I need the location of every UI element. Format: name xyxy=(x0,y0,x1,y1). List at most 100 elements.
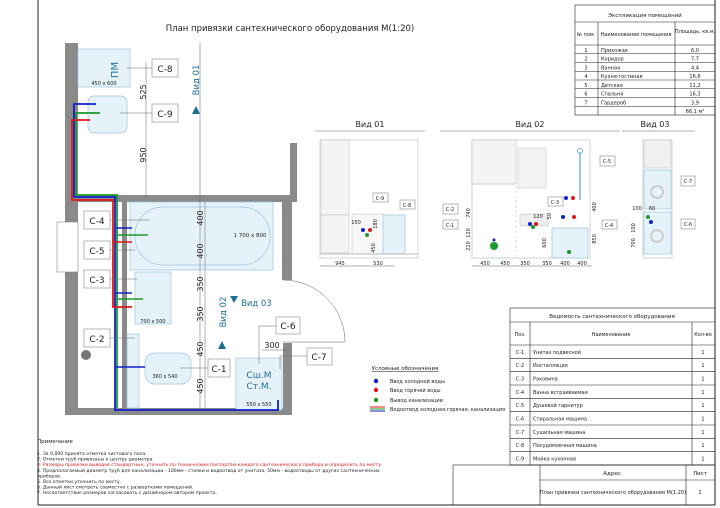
callout-c3: С-3 xyxy=(83,269,137,289)
toilet-size: 360 x 540 xyxy=(152,374,177,380)
svg-text:1: 1 xyxy=(701,457,704,463)
elevation-view02: Вид 02 С-2 С-1 С-5 С-3 С-4 740 120 220 4… xyxy=(440,120,620,267)
note-item: 4. Предполагаемый диаметр труб для канал… xyxy=(37,467,380,474)
svg-text:3: 3 xyxy=(584,65,587,71)
svg-text:Кол-во: Кол-во xyxy=(694,332,712,338)
elevation-view01: Вид 01 С-9 С-8 945 530 150 180 450 xyxy=(315,120,425,267)
callout-c5: С-5 xyxy=(83,240,135,260)
svg-text:Водоотвод холодная,горячая, ка: Водоотвод холодная,горячая, канализация xyxy=(390,407,505,413)
svg-text:С-3: С-3 xyxy=(516,377,524,383)
dishwasher-size: 450 x 600 xyxy=(91,81,116,87)
svg-text:Ванна встраиваемая: Ванна встраиваемая xyxy=(533,390,588,396)
floor-plan: ПМ 450 x 600 1 700 x 800 700 x 500 360 x… xyxy=(56,42,346,415)
svg-text:180: 180 xyxy=(373,219,379,229)
sheet-title: План привязки сантехнического оборудован… xyxy=(540,490,686,496)
svg-text:Раковина: Раковина xyxy=(533,377,558,383)
svg-text:350: 350 xyxy=(542,261,552,267)
sheet-number: 1 xyxy=(698,490,702,496)
installation xyxy=(126,333,140,409)
dim-300: 300 xyxy=(264,341,279,350)
svg-text:С-7: С-7 xyxy=(684,179,692,185)
svg-text:С-8: С-8 xyxy=(403,203,411,209)
svg-text:Кухня-гостиная: Кухня-гостиная xyxy=(601,74,643,80)
svg-text:С-8: С-8 xyxy=(516,443,524,449)
svg-text:400: 400 xyxy=(560,261,570,267)
note-item: 5. Все отметки уточнить по месту. xyxy=(37,479,121,485)
svg-text:100: 100 xyxy=(631,223,637,233)
svg-text:5: 5 xyxy=(584,83,587,89)
svg-text:1: 1 xyxy=(584,48,587,54)
washbasin xyxy=(134,271,172,325)
svg-text:С-2: С-2 xyxy=(516,363,524,369)
kitchen-sink xyxy=(87,95,128,134)
washing-machine-size: 550 x 550 xyxy=(246,402,271,408)
svg-text:7: 7 xyxy=(584,100,587,106)
svg-text:С-5: С-5 xyxy=(516,403,524,409)
dim-450a: 450 xyxy=(196,341,205,356)
svg-text:Гардероб: Гардероб xyxy=(601,100,626,106)
svg-text:Ввод горячей воды: Ввод горячей воды xyxy=(390,387,441,394)
svg-text:850: 850 xyxy=(592,234,598,244)
svg-text:100: 100 xyxy=(632,206,642,212)
svg-text:700: 700 xyxy=(631,238,637,248)
svg-text:220: 220 xyxy=(466,241,472,251)
svg-text:400: 400 xyxy=(577,261,587,267)
wall-bottom xyxy=(65,408,292,415)
equipment-table: Ведомость сантехнического оборудования П… xyxy=(509,307,716,466)
callout-c1: С-1 xyxy=(180,358,231,378)
svg-text:4: 4 xyxy=(584,74,587,80)
view03-marker-icon xyxy=(230,296,238,303)
wall-top-bathroom xyxy=(78,195,297,202)
wall-right-bath xyxy=(282,202,292,280)
svg-text:Ввод холодной воды: Ввод холодной воды xyxy=(390,378,445,385)
svg-text:С-8: С-8 xyxy=(157,65,173,75)
svg-text:С-1: С-1 xyxy=(211,365,226,375)
svg-text:Мойка кухонная: Мойка кухонная xyxy=(533,456,576,463)
dryer-label: Сш.М xyxy=(246,371,271,381)
svg-text:11,2: 11,2 xyxy=(689,83,700,89)
svg-text:Наименование: Наименование xyxy=(592,332,631,338)
hot-water-pipe xyxy=(71,119,132,308)
svg-text:530: 530 xyxy=(373,261,383,267)
callout-c8: С-8 xyxy=(127,58,179,78)
svg-text:С-4: С-4 xyxy=(516,390,524,396)
svg-text:50: 50 xyxy=(547,213,553,219)
title-block: Адрес Лист План привязки сантехнического… xyxy=(452,464,716,506)
sheet-label: Лист xyxy=(693,471,708,477)
view02-title: Вид 02 xyxy=(516,120,545,129)
svg-text:С-9: С-9 xyxy=(376,196,384,202)
svg-text:С-2: С-2 xyxy=(446,207,454,213)
svg-text:С-5: С-5 xyxy=(89,247,104,257)
dim-350a: 350 xyxy=(196,276,205,291)
bathtub-size: 1 700 x 800 xyxy=(234,233,267,239)
callout-c9: С-9 xyxy=(120,103,179,123)
dim-400a: 400 xyxy=(196,210,205,225)
svg-text:1: 1 xyxy=(701,390,704,396)
cold-water-dot-icon xyxy=(373,378,379,384)
svg-text:Вывод канализации: Вывод канализации xyxy=(390,398,443,404)
svg-text:С-6: С-6 xyxy=(684,222,692,228)
svg-text:1: 1 xyxy=(701,403,704,409)
svg-text:1: 1 xyxy=(701,417,704,423)
rooms-table: Экспликация помещений № пом. Наименовани… xyxy=(574,4,716,116)
note-item: 3. Размеры привязки выводов стандартные,… xyxy=(37,462,382,468)
svg-text:С-4: С-4 xyxy=(89,217,105,227)
dim-350b: 350 xyxy=(196,306,205,321)
dim-450b: 450 xyxy=(196,378,205,393)
sewer-dot-icon xyxy=(373,397,379,403)
cold-water-pipe xyxy=(73,103,279,411)
svg-text:С-1: С-1 xyxy=(516,350,524,356)
view03-title: Вид 03 xyxy=(641,120,670,129)
callout-c7: С-7 xyxy=(279,347,333,369)
note-item: 1. За 0,000 принята отметка чистового по… xyxy=(37,451,147,457)
svg-text:С-6: С-6 xyxy=(280,322,296,332)
svg-text:6: 6 xyxy=(584,92,587,98)
svg-text:1: 1 xyxy=(701,363,704,369)
svg-text:С-2: С-2 xyxy=(89,335,104,345)
